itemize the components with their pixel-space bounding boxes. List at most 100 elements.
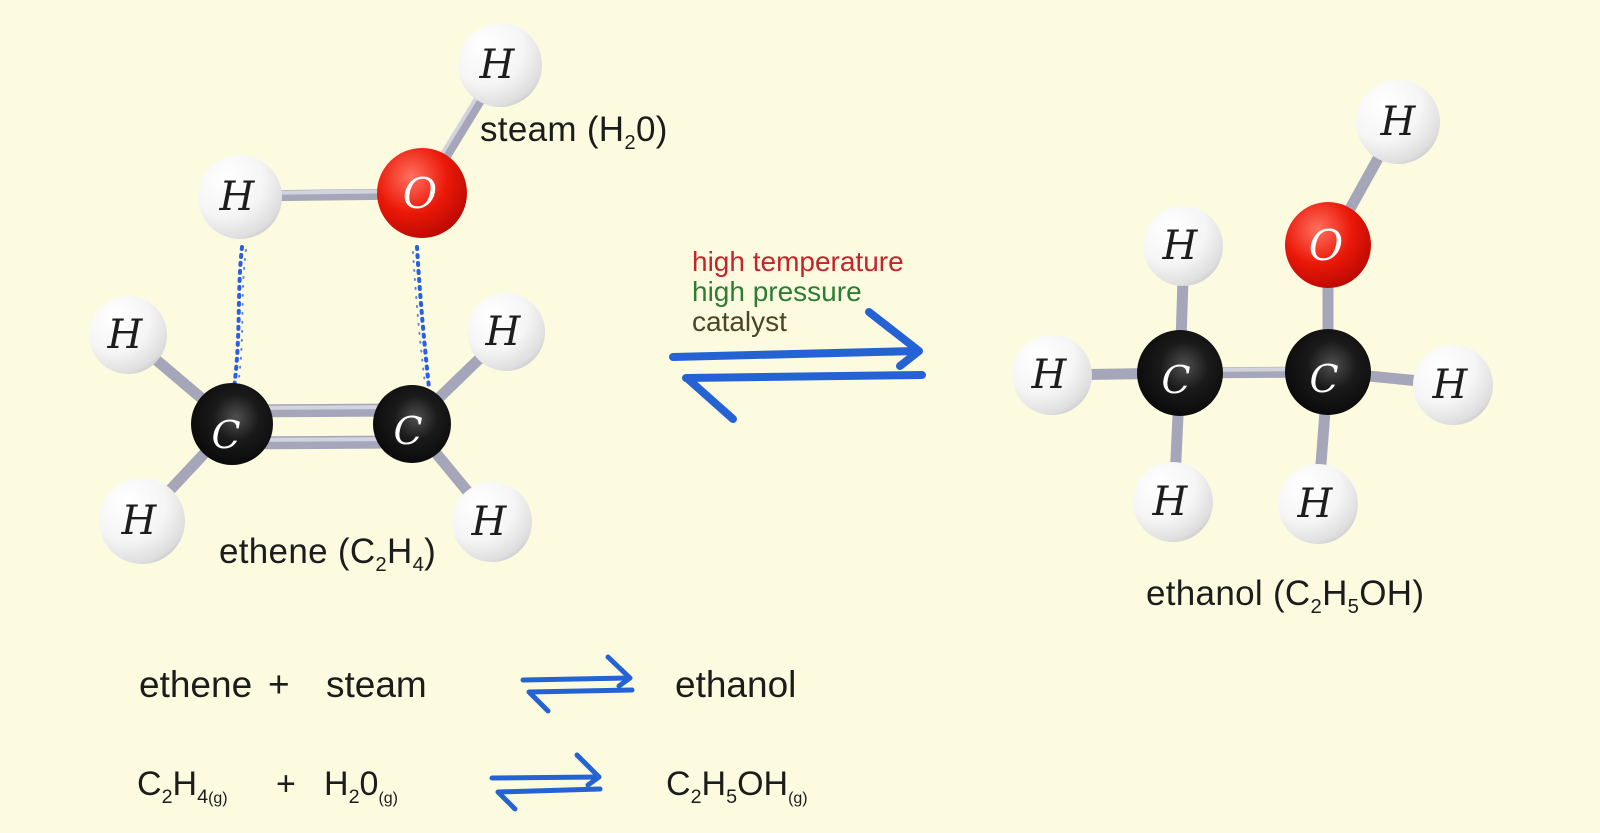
reverse-arrow-head [496,790,518,812]
ethanol-label-sub: 2 [1310,596,1323,618]
hydrogen-label: H [121,498,158,544]
carbon-label: C [393,409,422,453]
hydrogen-atom [452,482,532,562]
formula-text: C [666,765,691,803]
carbon-label: C [211,413,240,457]
formula-text: OH [737,765,789,803]
ethene-label-text: ) [424,532,437,571]
carbon-label: C [1161,358,1190,402]
equilibrium-arrows-main [669,308,926,423]
hydrogen-label: H [1031,352,1068,398]
formula-text: H [324,765,349,803]
forward-arrow-line [520,675,632,683]
hydrogen-label: H [1380,99,1417,145]
carbon-atom [1137,330,1223,416]
formula-c2h4: C2H4(g) [137,765,228,807]
reverse-arrow-line [526,687,635,695]
dotted-bond-right-spray [412,251,426,385]
formula-sub: 2 [161,785,173,808]
oxygen-label: O [1309,221,1343,270]
steam-label-text: 0) [635,110,668,149]
formula-state-symbol: (g) [788,789,808,807]
hydrogen-label: H [471,499,508,545]
ethanol-label: ethanol (C2H5OH) [1146,574,1425,617]
dotted-bond-left [232,245,244,390]
forward-arrow-line [669,347,921,361]
formula-sub: 2 [348,785,360,808]
word-equation-reactant1: ethene [139,664,253,705]
hydrogen-label: H [1297,481,1334,527]
word-equation-plus: + [268,664,290,705]
carbon-label: C [1309,357,1338,401]
formula-state-symbol: (g) [208,789,228,807]
hydrogen-atom [1133,462,1213,542]
forward-arrow-head [574,752,602,788]
ethene-label: ethene (C2H4) [219,532,437,575]
hydrogen-atom [458,23,542,107]
forward-arrow-head [605,654,633,689]
formula-text: C [137,765,162,803]
hydrogen-atom [1356,80,1440,164]
ethanol-label-text: OH) [1359,574,1425,613]
ethanol-label-sub: 5 [1347,596,1360,618]
dotted-bond-right [415,245,431,390]
ethene-label-text: H [387,532,413,571]
ethanol-label-text: ethanol (C [1146,574,1311,613]
carbon-atom [1285,329,1371,415]
reverse-arrow-line [682,371,926,382]
oxygen-atom [377,148,467,238]
hydrogen-atom [467,293,545,371]
hydrogen-atom [198,155,282,239]
ethene-label-sub: 2 [375,554,387,576]
forward-arrow-head [865,308,923,370]
ethene-molecule: H H H H C C [89,293,545,564]
reverse-arrow-line [495,786,603,795]
formula-text: 0 [359,765,379,803]
hydration-dotted-bonds [232,245,431,390]
hydrogen-atom [99,478,185,564]
formula-sub: 4 [197,785,209,808]
formula-sub: 5 [726,785,738,808]
formula-state-symbol: (g) [378,789,398,807]
hydrogen-atom [1413,345,1493,425]
double-bond-lower-highlight [242,437,402,442]
oxygen-atom [1285,202,1371,288]
word-equation-reactant2: steam [326,664,427,705]
condition-high-pressure: high pressure [692,276,862,307]
formula-text: H [701,765,727,803]
hydrogen-label: H [107,312,144,358]
steam-label: steam (H20) [480,110,668,153]
formula-c2h5oh: C2H5OH(g) [666,765,808,807]
hydrogen-atom [89,296,167,374]
reverse-arrow-head [684,375,737,423]
reverse-arrow-head [527,690,551,714]
steam-molecule: H H O [198,23,542,239]
hydrogen-label: H [1152,479,1189,525]
reaction-conditions: high temperature high pressure catalyst [692,247,904,337]
ethene-label-sub: 4 [412,554,425,576]
hydrogen-atom [1143,206,1223,286]
hydrogen-label: H [219,174,256,220]
ethanol-label-text: H [1322,574,1348,613]
hydrogen-label: H [479,42,516,88]
ethanol-molecule: H H H H H H O C C [1012,80,1493,544]
hydrogen-atom [1278,464,1358,544]
steam-label-text: steam (H [480,110,625,149]
condition-high-temperature: high temperature [692,246,904,277]
hydrogen-label: H [485,309,522,355]
equilibrium-arrows-word-equation [520,654,635,714]
symbol-equation-plus: + [276,765,296,803]
hydrogen-label: H [1432,362,1469,408]
carbon-atom [373,385,451,463]
formula-sub: 2 [690,785,702,808]
word-equation-product: ethanol [675,664,797,705]
oxygen-label: O [403,169,437,218]
forward-arrow-line [489,774,601,781]
formula-h2o: H20(g) [324,765,398,807]
ethene-label-text: ethene (C [219,532,376,571]
steam-label-sub: 2 [624,132,636,154]
hydrogen-atom [1012,335,1092,415]
condition-catalyst: catalyst [692,306,787,337]
